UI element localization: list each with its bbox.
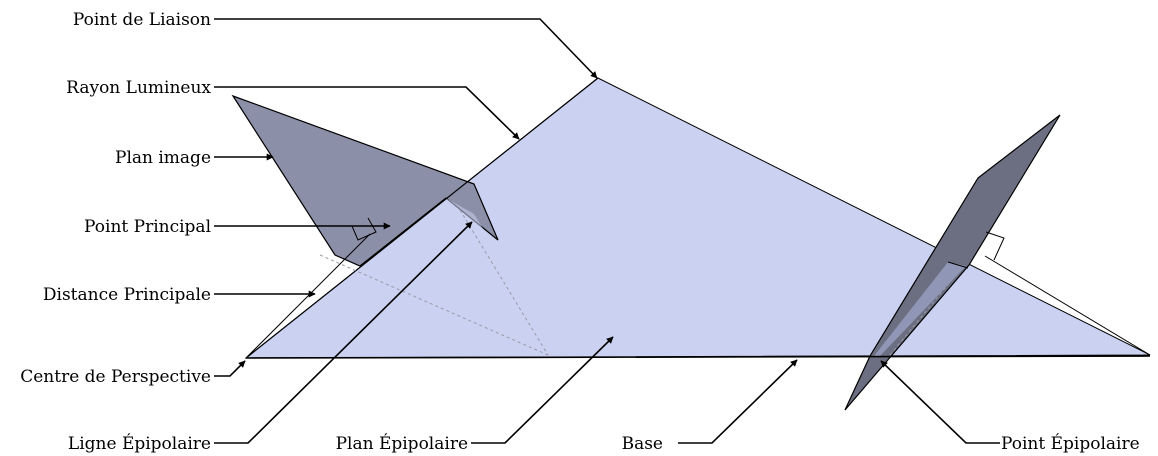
label-plan-epipolaire: Plan Épipolaire (336, 433, 468, 454)
epipolar-plane-overlap-left (300, 198, 560, 355)
principal-distance-line (245, 233, 371, 359)
label-ligne-epipolaire: Ligne Épipolaire (68, 433, 211, 454)
right-principal-distance-line (984, 255, 1151, 356)
label-plan-image: Plan image (115, 148, 211, 168)
leader-point-epipolaire (880, 360, 1000, 444)
leader-point-de-liaison (214, 18, 598, 79)
label-point-de-liaison: Point de Liaison (73, 10, 211, 30)
label-rayon-lumineux: Rayon Lumineux (66, 78, 211, 98)
right-plane-light-wedge (874, 262, 966, 356)
right-epipolar-line (947, 261, 969, 269)
leader-centre-de-perspective (214, 360, 246, 377)
dashed-line-3 (889, 269, 961, 356)
leader-ligne-epipolaire (214, 221, 473, 444)
left-epipolar-line (359, 197, 447, 267)
light-ray-line (245, 77, 599, 359)
label-base: Base (622, 434, 663, 454)
leader-plan-epipolaire (471, 336, 614, 444)
label-centre-de-perspective: Centre de Perspective (20, 367, 211, 387)
label-point-principal: Point Principal (84, 217, 211, 237)
leader-base (678, 359, 798, 444)
label-point-epipolaire: Point Épipolaire (1001, 433, 1140, 454)
leader-rayon-lumineux (214, 86, 520, 140)
label-distance-principale: Distance Principale (43, 285, 211, 305)
base-line (245, 355, 1151, 359)
left-right-angle-marker (351, 217, 377, 241)
right-right-angle-marker (985, 231, 1005, 261)
dashed-line-2 (459, 209, 549, 356)
